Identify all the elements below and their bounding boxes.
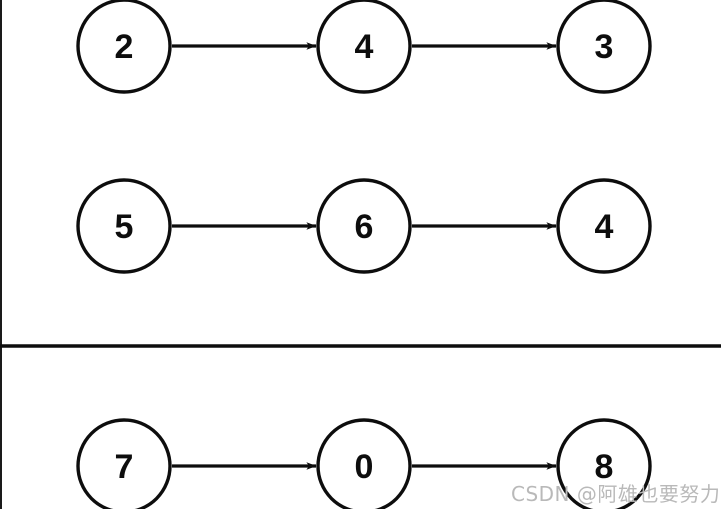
node-row3-1[interactable]: 0	[316, 418, 412, 509]
node-label: 7	[115, 448, 134, 486]
node-row3-2[interactable]: 8	[556, 418, 652, 509]
node-row1-2[interactable]: 3	[556, 0, 652, 94]
node-row1-0[interactable]: 2	[76, 0, 172, 94]
row-1-group: 2 4 3	[76, 0, 652, 94]
node-label: 4	[355, 28, 374, 66]
node-circle[interactable]	[316, 178, 412, 274]
left-edge-border	[0, 0, 2, 509]
node-label: 8	[595, 448, 614, 486]
node-circle[interactable]	[556, 0, 652, 94]
node-label: 4	[595, 208, 614, 246]
node-row2-0[interactable]: 5	[76, 178, 172, 274]
row-2-group: 5 6 4	[76, 178, 652, 274]
node-label: 2	[115, 28, 134, 66]
node-label: 5	[115, 208, 134, 246]
node-row1-1[interactable]: 4	[316, 0, 412, 94]
node-circle[interactable]	[556, 178, 652, 274]
node-label: 3	[595, 28, 614, 66]
node-circle[interactable]	[76, 418, 172, 509]
node-label: 0	[355, 448, 374, 486]
node-circle[interactable]	[76, 0, 172, 94]
node-circle[interactable]	[316, 0, 412, 94]
node-row3-0[interactable]: 7	[76, 418, 172, 509]
node-circle[interactable]	[556, 418, 652, 509]
row-3-group: 7 0 8	[76, 418, 652, 509]
node-label: 6	[355, 208, 374, 246]
node-row2-1[interactable]: 6	[316, 178, 412, 274]
node-circle[interactable]	[76, 178, 172, 274]
node-row2-2[interactable]: 4	[556, 178, 652, 274]
node-circle[interactable]	[316, 418, 412, 509]
